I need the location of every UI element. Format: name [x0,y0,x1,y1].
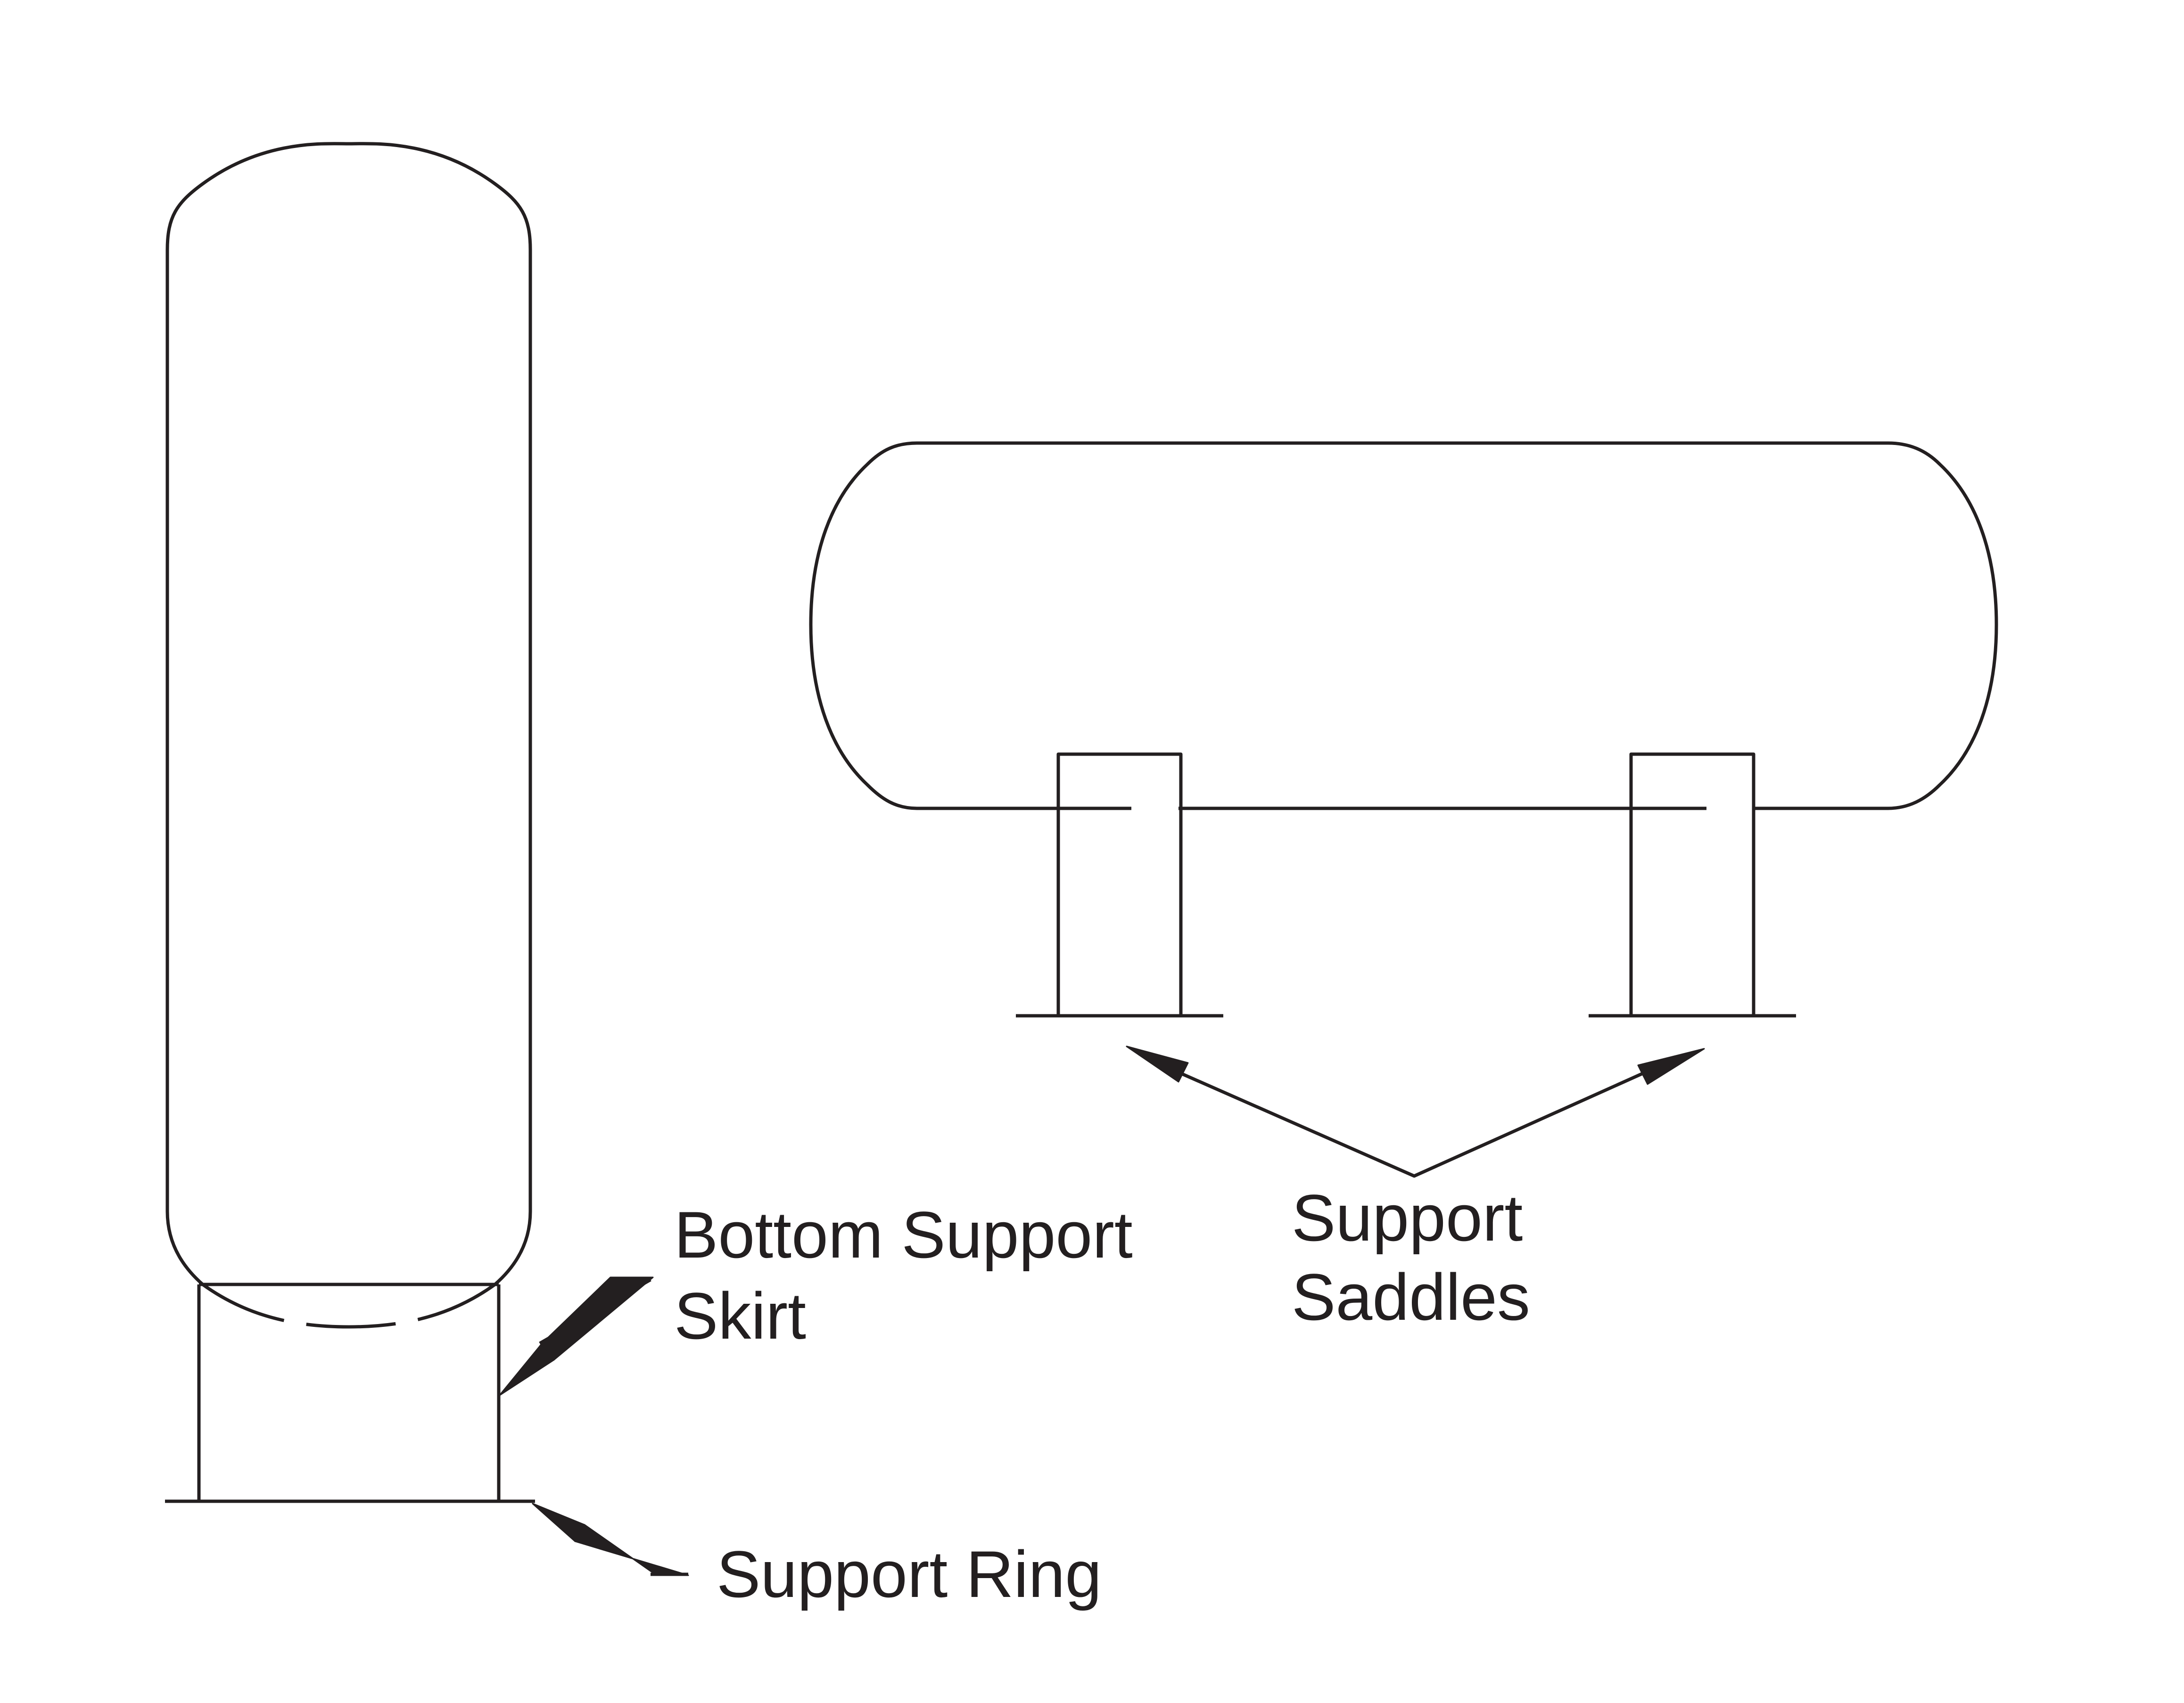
ring-arrowhead [532,1503,585,1542]
skirt-leader [499,1276,654,1396]
vertical-vessel-shell [165,142,532,1286]
horizontal-vessel-shell [809,441,1998,810]
skirt-label-line1: Bottom Support [674,1198,1133,1272]
saddle-left-box [1056,752,1183,1016]
support-saddle-right [1589,752,1796,1018]
ring-leader-tail [574,1524,689,1576]
saddles-label-line2: Saddles [1292,1260,1530,1334]
saddles-leader-lines [1178,1070,1646,1178]
saddles-label-line1: Support [1292,1181,1523,1255]
vertical-vessel-bottom-head-hidden [201,1283,496,1329]
skirt-leader-tail [541,1276,654,1361]
skirt-label-line2: Skirt [674,1279,806,1353]
saddles-leader [1126,1045,1705,1178]
skirt-arrowhead [499,1342,555,1396]
ring-leader [532,1503,689,1576]
saddle-left-arrowhead [1126,1045,1189,1083]
saddle-right-box [1629,752,1755,1016]
vertical-vessel [165,142,532,1329]
skirt-outline [197,1283,501,1501]
ring-label: Support Ring [717,1537,1102,1611]
support-saddle-left [1016,752,1223,1018]
saddle-right-arrowhead [1637,1048,1705,1085]
horizontal-vessel [809,441,1998,810]
bottom-support-skirt [197,1283,501,1501]
